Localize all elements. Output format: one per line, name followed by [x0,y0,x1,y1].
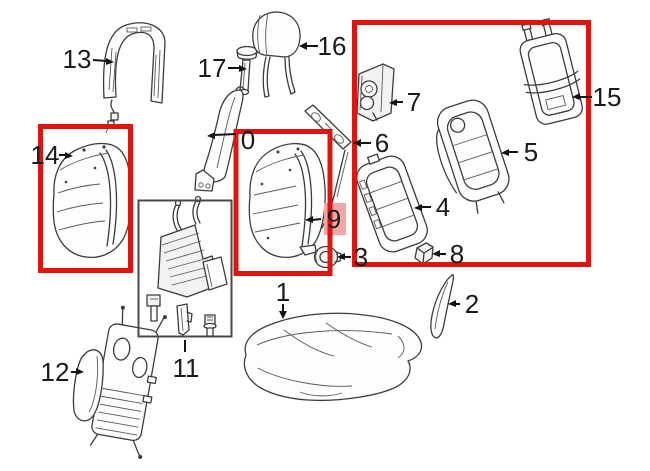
part-8-clip [414,242,434,265]
part-label-12[interactable]: 12 [40,357,70,387]
part-label-0[interactable]: 0 [240,125,256,155]
part-16-headrest [252,11,301,98]
part-label-4[interactable]: 4 [435,192,451,222]
part-0-back-trim-panel [194,86,245,192]
arrow-1 [279,304,287,319]
part-7-bracket [356,63,395,122]
parts-kit-box [137,199,233,338]
part-label-16[interactable]: 16 [317,31,347,61]
part-label-17[interactable]: 17 [197,53,227,83]
part-11-adjuster-kit [146,195,228,337]
arrow-8 [432,250,446,257]
part-4-frame [356,153,428,253]
arrow-6 [353,139,371,147]
part-9-backrest-cushion [248,142,326,259]
part-label-6[interactable]: 6 [374,128,390,158]
callout-arrows [59,42,592,375]
part-label-14[interactable]: 14 [30,140,60,170]
part-15-frame [519,17,583,125]
highlight-box-middle [233,129,333,276]
part-label-9[interactable]: 9 [326,204,342,234]
highlight-box-left [38,124,133,273]
part-label-15[interactable]: 15 [592,82,622,112]
arrow-13 [92,58,114,65]
arrow-7 [389,99,403,106]
part-5-frame [436,99,510,214]
part-label-8[interactable]: 8 [449,239,465,269]
part-2-side-trim [430,274,455,339]
arrow-5 [501,149,518,156]
part-label-11[interactable]: 11 [172,353,200,383]
arrow-12 [71,368,84,375]
arrow-3 [337,253,351,260]
part-14-backrest-cover [52,142,132,259]
part-label-7[interactable]: 7 [406,87,422,117]
part-12-back-panel [72,305,167,459]
part-label-3[interactable]: 3 [353,242,369,272]
part-label-13[interactable]: 13 [62,44,92,74]
part-label-1[interactable]: 1 [275,277,291,307]
arrow-4 [414,204,431,211]
arrow-14 [59,152,73,159]
arrow-17 [228,65,247,72]
arrow-0 [207,132,237,139]
part-1-seat-cushion [243,312,423,402]
arrow-9 [305,216,322,223]
arrow-16 [299,42,318,50]
part-13-frame-trim [102,22,166,134]
arrow-15 [572,93,592,100]
arrow-2 [448,300,460,307]
part-label-2[interactable]: 2 [464,289,480,319]
part-label-5[interactable]: 5 [523,137,539,167]
